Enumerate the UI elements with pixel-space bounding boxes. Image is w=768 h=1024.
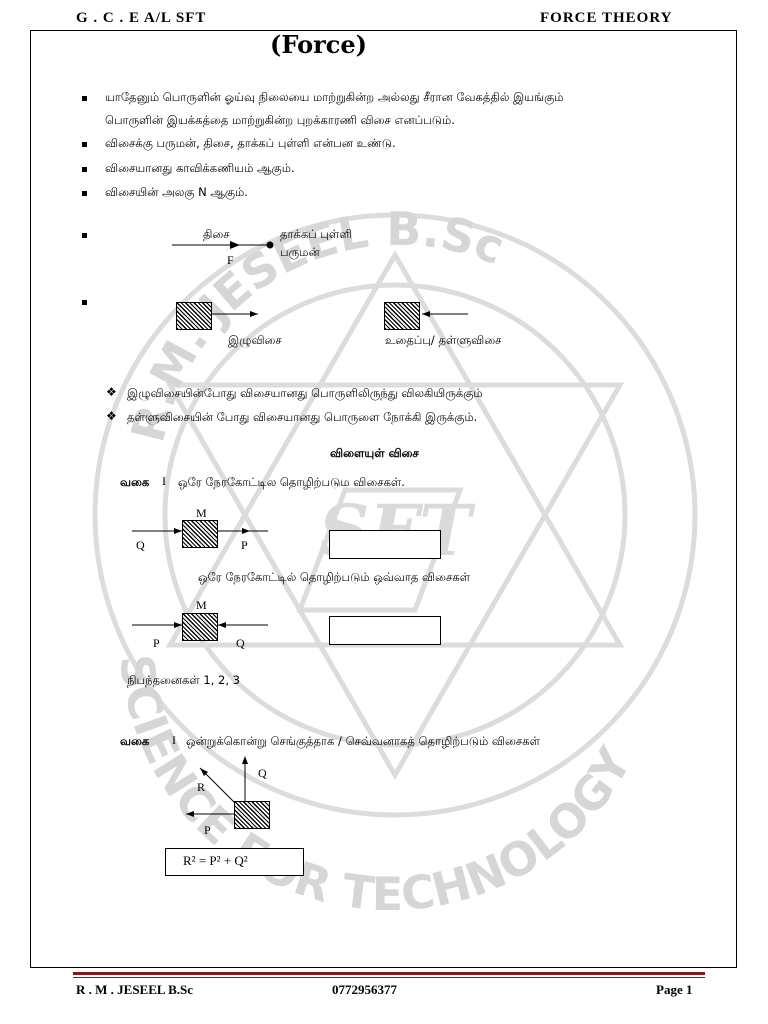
magnitude-label: பருமன் (280, 245, 320, 259)
force-p-label: P (241, 538, 248, 552)
formula-text: R² = P² + Q² (183, 853, 248, 868)
push-block (384, 302, 420, 330)
bullet-marker (82, 233, 87, 238)
type-2-text: ஒன்றுக்கொன்று செங்குத்தாக / செவ்வனாகத் த… (186, 734, 540, 748)
note-push: தள்ளுவிசையின் போது விசையானது பொருளை நோக்… (127, 410, 478, 424)
formula-box (165, 848, 304, 876)
type-1b-text: ஒரே நேரகோட்டில் தொழிற்படும் ஒவ்வாத விசைக… (198, 570, 471, 584)
diagram-3-block (234, 801, 270, 829)
resultant-r-label: R (197, 780, 206, 794)
type-1-text: ஒரே நேரகோட்டில தொழிற்படும விசைகள். (178, 475, 405, 489)
answer-box-1 (329, 530, 441, 559)
force-q-label: Q (258, 766, 267, 780)
push-arrow (422, 311, 468, 317)
header-right: FORCE THEORY (540, 10, 673, 26)
note-pull: இழுவிசையின்போது விசையானது பொருளிலிருந்து… (127, 386, 483, 400)
bullet-3: விசையானது காவிக்கணியம் ஆகும். (105, 161, 295, 175)
diagram-1-block (182, 520, 218, 548)
diagram-2-block (182, 613, 218, 641)
footer-phone: 0772956377 (332, 982, 397, 997)
diagram-2-arrows (132, 622, 268, 628)
diagram-3-arrows (186, 756, 248, 817)
bullet-1-line-1: யாதேனும் பொருளின் ஓய்வு நிலையை மாற்றுகின… (105, 90, 564, 104)
type-2-label: வகை (120, 734, 150, 748)
footer-author: R . M . JESEEL B.Sc (76, 982, 194, 997)
page-frame (30, 30, 737, 968)
type-2-number: I (172, 733, 176, 747)
push-label: உதைப்பு/ தள்ளுவிசை (385, 333, 502, 347)
star-bullet-icon: ❖ (106, 385, 117, 399)
bullet-marker (82, 142, 87, 147)
bullet-1-line-2: பொருளின் இயக்கத்தை மாற்றுகின்ற புறக்காரண… (105, 113, 455, 127)
bullet-marker (82, 167, 87, 172)
section-title: விளையுள் விசை (330, 446, 419, 460)
footer-rule (73, 972, 705, 975)
force-p-label: P (204, 823, 211, 837)
star-bullet-icon: ❖ (106, 409, 117, 423)
bullet-2: விசைக்கு பருமன், திசை, தாக்கப் புள்ளி என… (105, 136, 396, 150)
header-left: G . C . E A/L SFT (76, 10, 207, 26)
pull-arrow (212, 311, 258, 317)
point-of-action-label: தாக்கப் புள்ளி (280, 227, 353, 241)
conditions-text: நிபந்தனைகள் 1, 2, 3 (127, 673, 240, 687)
bullet-marker (82, 300, 87, 305)
force-symbol: F (227, 253, 234, 267)
mass-label: M (196, 598, 207, 612)
force-p-label: P (153, 636, 160, 650)
footer-rule-thin (73, 977, 705, 978)
type-1-label: வகை (120, 475, 150, 489)
direction-label: திசை (203, 227, 230, 241)
pull-block (176, 302, 212, 330)
diagram-1-arrows (132, 528, 268, 534)
type-1-number: I (162, 474, 166, 488)
force-q-label: Q (136, 538, 145, 552)
page-title: (Force) (270, 30, 367, 59)
bullet-4: விசையின் அலகு N ஆகும். (105, 185, 248, 199)
answer-box-2 (329, 616, 441, 645)
pull-label: இழுவிசை (228, 333, 282, 347)
bullet-marker (82, 191, 87, 196)
bullet-marker (82, 96, 87, 101)
footer-page: Page 1 (656, 982, 693, 997)
mass-label: M (196, 506, 207, 520)
force-q-label: Q (236, 636, 245, 650)
force-vector-arrow (172, 241, 274, 249)
